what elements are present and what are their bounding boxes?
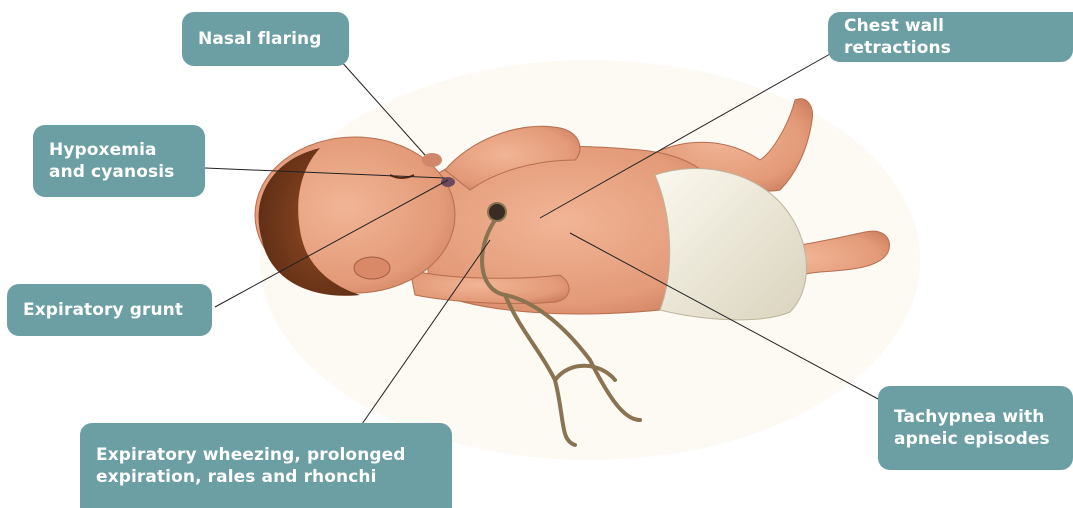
stethoscope-chestpiece	[488, 203, 506, 221]
label-hypoxemia-cyanosis: Hypoxemia and cyanosis	[33, 125, 205, 197]
label-nasal-flaring: Nasal flaring	[182, 12, 349, 66]
ear	[354, 257, 390, 279]
label-tachypnea-apneic: Tachypnea with apneic episodes	[878, 386, 1073, 470]
label-expiratory-wheezing: Expiratory wheezing, prolonged expiratio…	[80, 423, 452, 508]
mouth	[441, 177, 455, 187]
nose	[422, 153, 442, 167]
label-expiratory-grunt: Expiratory grunt	[7, 284, 212, 336]
label-chest-wall-retractions: Chest wall retractions	[828, 12, 1073, 62]
